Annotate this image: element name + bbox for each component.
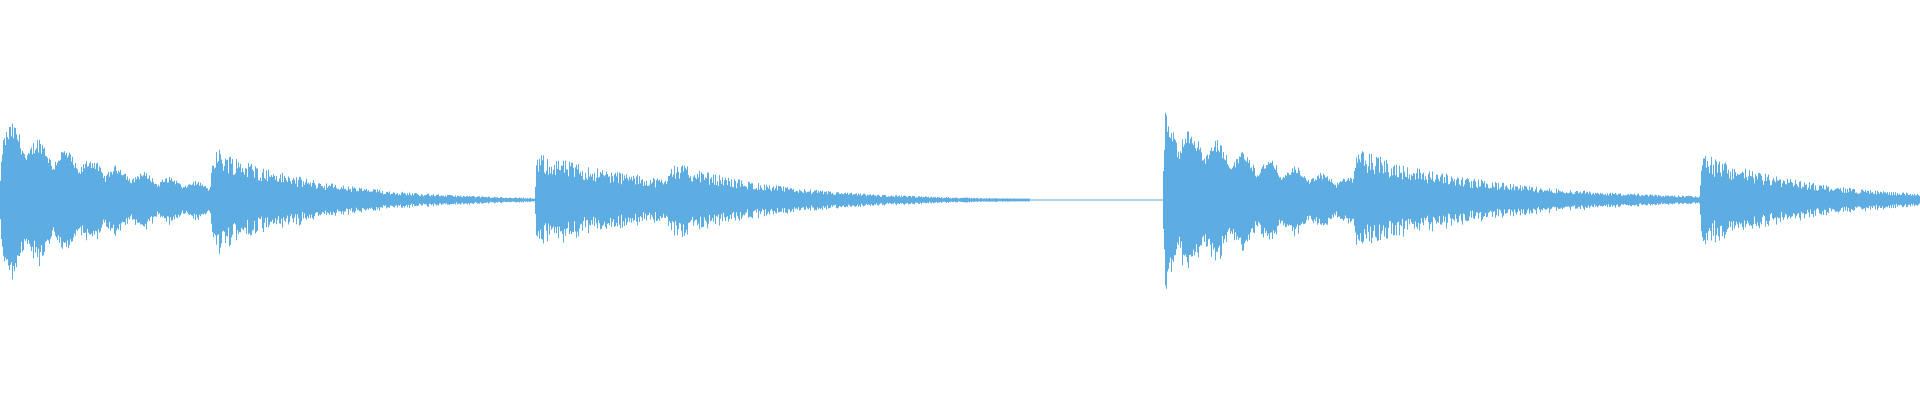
waveform-clip-1[interactable]	[0, 123, 535, 280]
waveform-clip-1-path	[0, 123, 535, 280]
waveform-clip-3-path	[1163, 112, 1700, 289]
waveform-clip-4-path	[1700, 155, 1920, 245]
waveform-clip-4[interactable]	[1700, 155, 1920, 245]
waveform-clip-2[interactable]	[535, 155, 1030, 244]
waveform-clip-3[interactable]	[1163, 112, 1700, 289]
waveform-clip-2-path	[535, 155, 1030, 244]
waveform-clips	[0, 112, 1920, 289]
